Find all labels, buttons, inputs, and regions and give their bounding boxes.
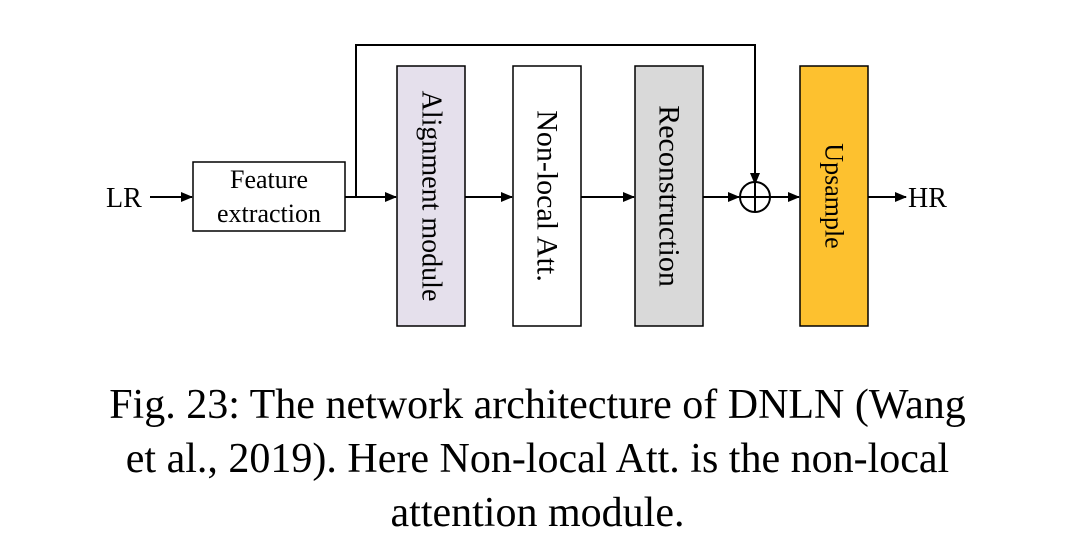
reconstruction-label: Reconstruction bbox=[653, 105, 686, 287]
dnln-architecture-diagram: LR Feature extraction Alignment module N… bbox=[106, 44, 947, 327]
nonlocal-attention-box bbox=[512, 65, 582, 327]
input-label-lr: LR bbox=[106, 183, 142, 214]
caption-line-2: et al., 2019). Here Non-local Att. is th… bbox=[125, 436, 950, 482]
skip-connection-line bbox=[355, 44, 760, 197]
feature-extraction-label-line1: Feature bbox=[230, 165, 308, 194]
figure-caption: Fig. 23: The network architecture of DNL… bbox=[0, 378, 1075, 540]
upsample-box bbox=[799, 65, 869, 327]
reconstruction-box bbox=[634, 65, 704, 327]
feature-extraction-label-line2: extraction bbox=[217, 199, 321, 228]
caption-line-3: attention module. bbox=[390, 490, 685, 536]
output-label-hr: HR bbox=[908, 183, 947, 214]
caption-line-1: Fig. 23: The network architecture of DNL… bbox=[109, 382, 966, 428]
upsample-label: Upsample bbox=[820, 143, 849, 248]
nonlocal-attention-label: Non-local Att. bbox=[531, 110, 564, 282]
alignment-module-label: Alignment module bbox=[416, 91, 447, 302]
alignment-module-box bbox=[396, 65, 466, 327]
elementwise-sum-icon bbox=[739, 181, 771, 213]
